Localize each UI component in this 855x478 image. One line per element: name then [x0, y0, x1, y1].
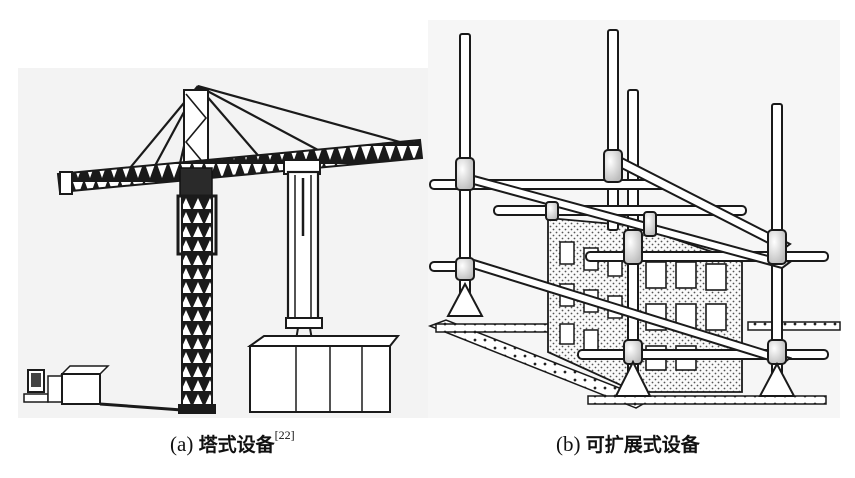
- caption-expandable-device: (b) 可扩展式设备: [556, 430, 700, 457]
- caption-b-prefix: (b): [556, 432, 586, 456]
- caption-b-text: 可扩展式设备: [585, 434, 700, 456]
- gantry-joint-nodes: [455, 149, 787, 365]
- crane-cabin: [179, 167, 213, 197]
- gantry-ground-rails: [427, 319, 841, 409]
- caption-a-prefix: (a): [170, 432, 199, 456]
- caption-tower-device: (a) 塔式设备[22]: [170, 428, 295, 457]
- gantry-base-feet: [446, 281, 796, 397]
- crane-jib: [56, 138, 424, 195]
- caption-a-text: 塔式设备: [198, 434, 275, 456]
- crane-hoist-assembly: [283, 159, 323, 341]
- crane-control-station: [23, 365, 183, 412]
- crane-printed-block: [246, 335, 401, 413]
- expandable-gantry-illustration: [427, 20, 841, 418]
- tower-crane-illustration: [18, 68, 430, 418]
- caption-a-reference: [22]: [274, 428, 295, 442]
- crane-tower-mast: [176, 194, 218, 414]
